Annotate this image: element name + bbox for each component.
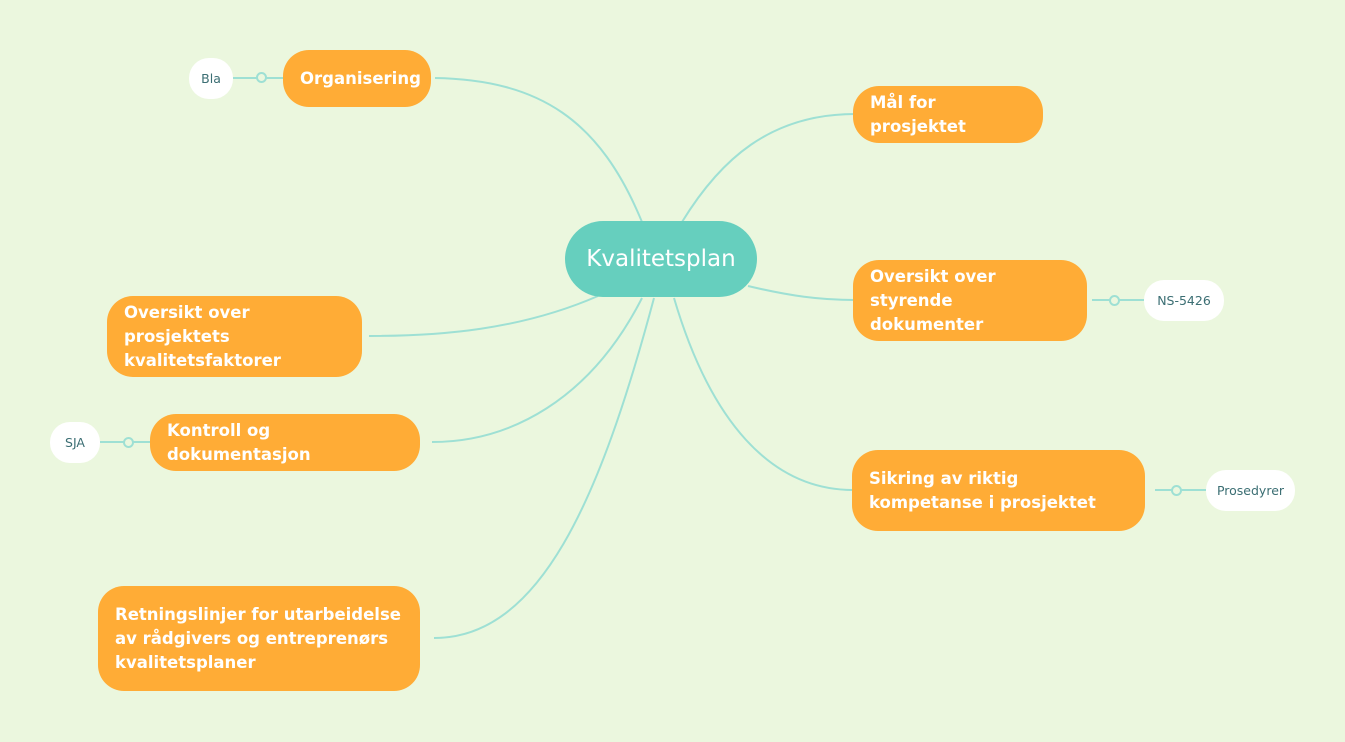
connector-kvalitetsfaktorer [368, 295, 599, 337]
topic-mal-for-prosjektet[interactable]: Mål for prosjektet [853, 86, 1043, 143]
subtopic-label: Bla [201, 71, 221, 86]
topic-label: Organisering [300, 68, 421, 88]
subtopic-sja[interactable]: SJA [50, 422, 100, 463]
topic-label: Mål for prosjektet [870, 92, 966, 136]
connector-styrende [747, 285, 856, 301]
connector-kompetanse [673, 297, 854, 491]
topic-label: Oversikt over styrende dokumenter [870, 266, 996, 334]
connector-organisering [434, 77, 643, 223]
subtopic-label: Prosedyrer [1216, 483, 1285, 498]
collapse-knob-styrende[interactable] [1109, 295, 1120, 306]
subtopic-prosedyrer[interactable]: Prosedyrer [1206, 470, 1295, 511]
topic-label: Oversikt over prosjektets kvalitetsfakto… [124, 302, 281, 370]
collapse-knob-kompetanse[interactable] [1171, 485, 1182, 496]
topic-label: Retningslinjer for utarbeidelse av rådgi… [115, 604, 401, 672]
topic-kontroll-og-dokumentasjon[interactable]: Kontroll og dokumentasjon [150, 414, 420, 471]
subtopic-label: SJA [65, 435, 85, 450]
topic-label: Kontroll og dokumentasjon [167, 420, 311, 464]
connector-mal [681, 113, 856, 223]
topic-label: Sikring av riktig kompetanse i prosjekte… [869, 468, 1096, 512]
subtopic-label: NS-5426 [1157, 293, 1211, 308]
topic-kvalitetsfaktorer[interactable]: Oversikt over prosjektets kvalitetsfakto… [107, 296, 362, 377]
subtopic-ns-5426[interactable]: NS-5426 [1144, 280, 1224, 321]
connector-retningslinjer [433, 297, 655, 639]
connector-kontroll [431, 297, 643, 443]
topic-retningslinjer[interactable]: Retningslinjer for utarbeidelse av rådgi… [98, 586, 420, 691]
subtopic-bla[interactable]: Bla [189, 58, 233, 99]
collapse-knob-kontroll[interactable] [123, 437, 134, 448]
collapse-knob-organisering[interactable] [256, 72, 267, 83]
central-topic[interactable]: Kvalitetsplan [565, 221, 757, 297]
topic-riktig-kompetanse[interactable]: Sikring av riktig kompetanse i prosjekte… [852, 450, 1145, 531]
topic-styrende-dokumenter[interactable]: Oversikt over styrende dokumenter [853, 260, 1087, 341]
central-topic-label: Kvalitetsplan [586, 246, 736, 272]
topic-organisering[interactable]: Organisering [283, 50, 431, 107]
